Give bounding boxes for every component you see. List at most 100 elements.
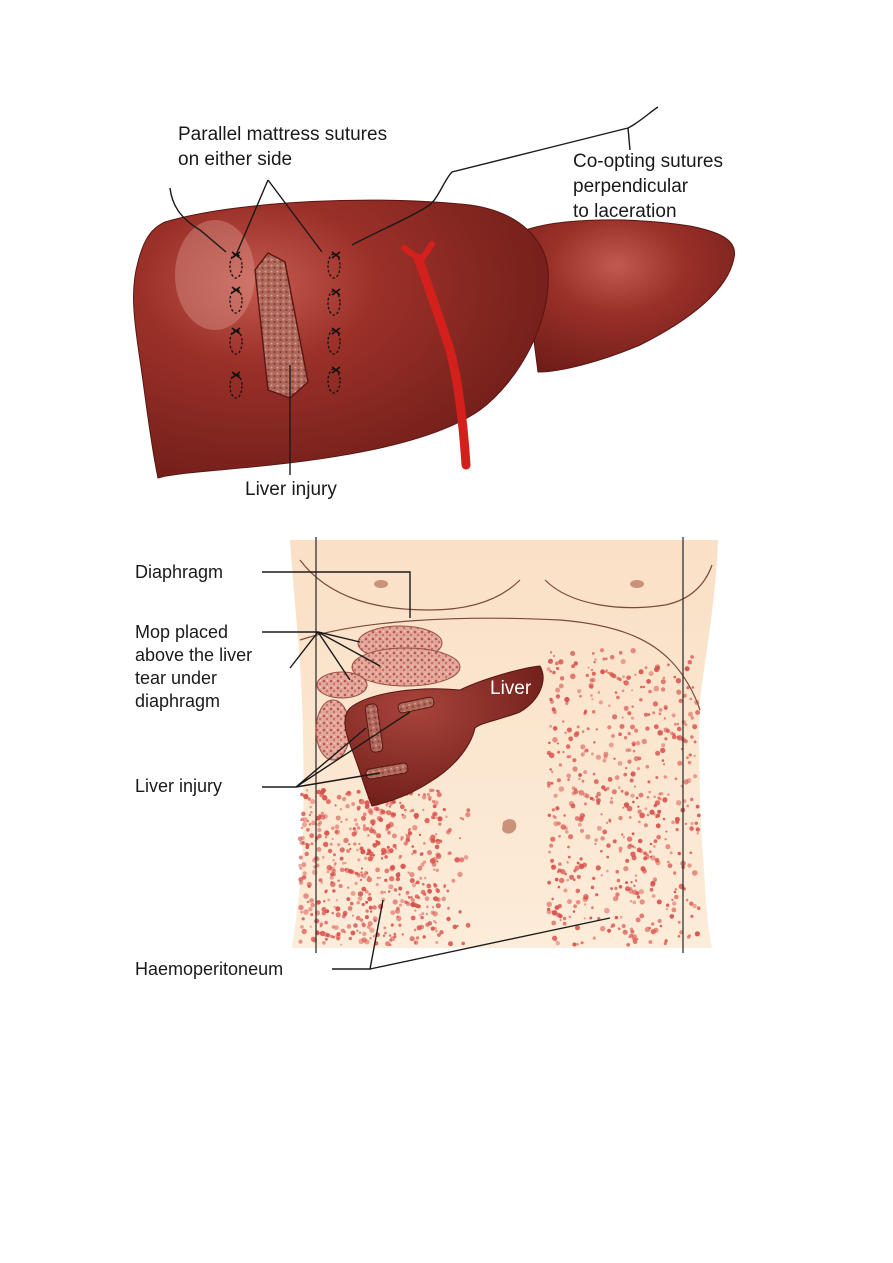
blood-speckle xyxy=(658,792,662,796)
blood-speckle xyxy=(459,837,461,840)
blood-speckle xyxy=(587,666,590,669)
blood-speckle xyxy=(622,929,628,935)
blood-speckle xyxy=(622,675,625,679)
blood-speckle xyxy=(644,712,648,717)
blood-speckle xyxy=(650,929,656,935)
blood-speckle xyxy=(556,778,561,783)
blood-speckle xyxy=(647,780,651,784)
blood-speckle xyxy=(666,903,670,907)
blood-speckle xyxy=(334,925,339,930)
blood-speckle xyxy=(325,799,331,805)
blood-speckle xyxy=(399,804,405,810)
blood-speckle xyxy=(430,926,435,931)
blood-speckle xyxy=(419,876,423,880)
blood-speckle xyxy=(658,708,663,712)
blood-speckle xyxy=(604,907,610,914)
blood-speckle xyxy=(301,811,306,817)
blood-speckle xyxy=(375,840,381,846)
blood-speckle xyxy=(696,813,701,818)
blood-speckle xyxy=(325,836,328,839)
blood-speckle xyxy=(400,898,405,904)
blood-speckle xyxy=(388,876,395,882)
blood-speckle xyxy=(445,829,451,835)
blood-speckle xyxy=(324,920,328,925)
blood-speckle xyxy=(654,800,661,806)
blood-speckle xyxy=(644,926,651,933)
blood-speckle xyxy=(420,915,424,920)
blood-speckle xyxy=(570,803,576,809)
blood-speckle xyxy=(335,899,338,902)
blood-speckle xyxy=(625,858,630,863)
blood-speckle xyxy=(677,920,681,924)
blood-speckle xyxy=(589,916,593,920)
blood-speckle xyxy=(340,943,343,946)
blood-speckle xyxy=(591,698,594,701)
blood-speckle xyxy=(330,872,334,877)
blood-speckle xyxy=(689,901,694,906)
blood-speckle xyxy=(329,842,333,846)
blood-speckle xyxy=(360,849,366,855)
blood-speckle xyxy=(414,909,417,912)
blood-speckle xyxy=(322,941,326,945)
blood-speckle xyxy=(581,730,585,733)
blood-speckle xyxy=(356,901,360,905)
blood-speckle xyxy=(625,881,629,885)
blood-speckle xyxy=(607,777,613,782)
blood-speckle xyxy=(572,758,577,763)
blood-speckle xyxy=(431,906,435,909)
blood-speckle xyxy=(689,826,694,831)
blood-speckle xyxy=(359,799,362,802)
blood-speckle xyxy=(409,878,415,884)
blood-speckle xyxy=(446,889,450,893)
blood-speckle xyxy=(565,744,571,749)
blood-speckle xyxy=(394,847,397,850)
blood-speckle xyxy=(433,920,436,923)
blood-speckle xyxy=(414,941,417,944)
blood-speckle xyxy=(636,895,641,899)
blood-speckle xyxy=(445,815,448,818)
blood-speckle xyxy=(627,732,631,736)
blood-speckle xyxy=(398,923,402,927)
blood-speckle xyxy=(552,935,558,941)
blood-speckle xyxy=(630,929,635,934)
blood-speckle xyxy=(423,842,426,845)
blood-speckle xyxy=(686,756,689,759)
blood-speckle xyxy=(643,856,648,861)
blood-speckle xyxy=(548,741,551,745)
blood-speckle xyxy=(608,820,612,823)
blood-speckle xyxy=(567,899,572,905)
blood-speckle xyxy=(670,731,674,736)
blood-speckle xyxy=(427,850,432,856)
blood-speckle xyxy=(425,922,430,927)
blood-speckle xyxy=(583,917,586,920)
blood-speckle xyxy=(595,865,601,871)
blood-speckle xyxy=(551,920,557,926)
blood-speckle xyxy=(407,829,410,832)
blood-speckle xyxy=(372,905,377,910)
blood-speckle xyxy=(410,897,415,903)
blood-speckle xyxy=(625,766,628,770)
blood-speckle xyxy=(365,909,369,913)
blood-speckle xyxy=(349,827,352,831)
blood-speckle xyxy=(618,885,623,889)
blood-speckle xyxy=(375,883,379,887)
blood-speckle xyxy=(659,924,663,928)
blood-speckle xyxy=(616,676,620,681)
blood-speckle xyxy=(626,943,630,947)
blood-speckle xyxy=(316,789,322,795)
blood-speckle xyxy=(630,771,636,777)
blood-speckle xyxy=(592,876,596,881)
blood-speckle xyxy=(384,931,387,935)
blood-speckle xyxy=(695,827,700,832)
blood-speckle xyxy=(630,724,635,730)
blood-speckle xyxy=(616,695,620,700)
blood-speckle xyxy=(352,827,356,831)
blood-speckle xyxy=(619,915,623,919)
blood-speckle xyxy=(403,841,408,846)
blood-speckle xyxy=(692,724,698,730)
blood-speckle xyxy=(598,700,604,705)
blood-speckle xyxy=(461,817,465,821)
blood-speckle xyxy=(623,772,628,777)
blood-speckle xyxy=(661,759,665,762)
blood-speckle xyxy=(687,660,692,665)
